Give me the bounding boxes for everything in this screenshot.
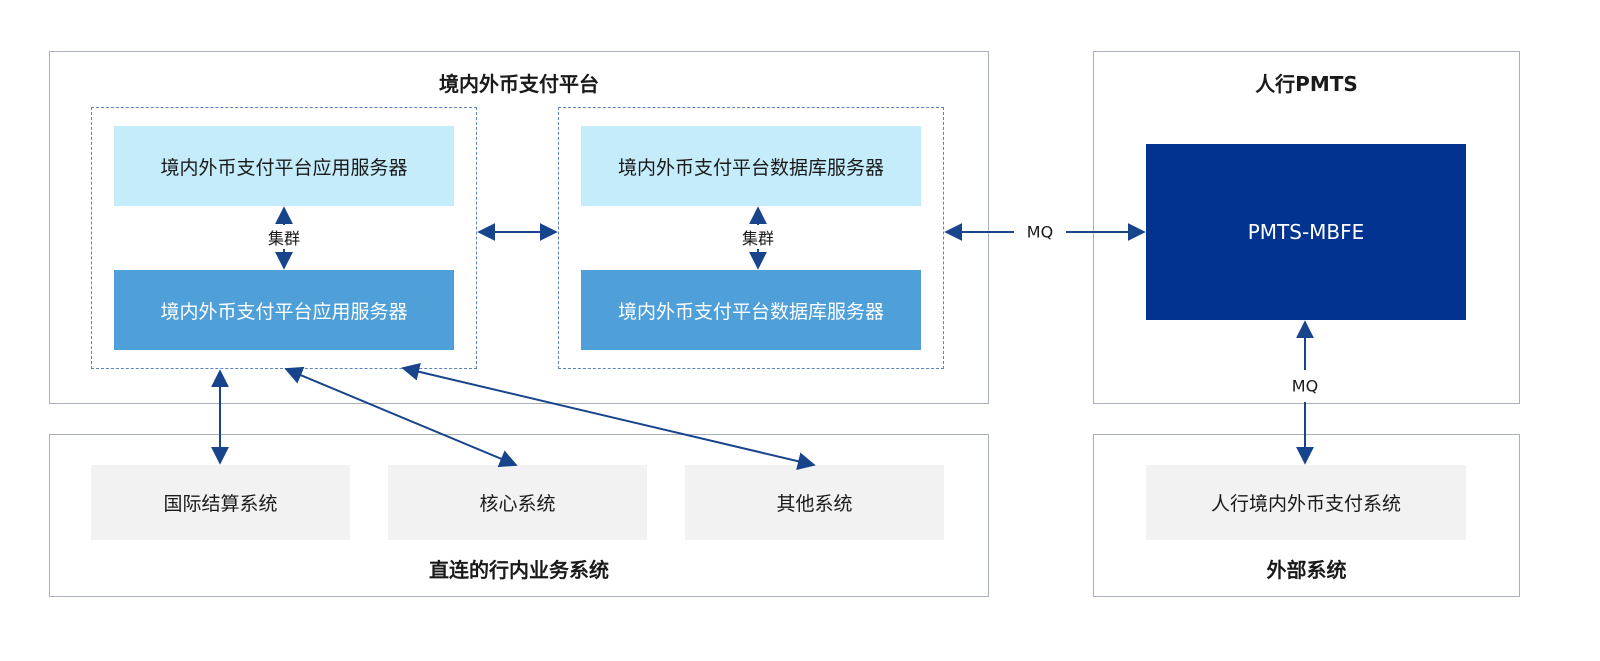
- other-system-arrow: [401, 362, 816, 471]
- db-cluster-label: 集群: [737, 225, 779, 249]
- other-system: 其他系统: [685, 465, 944, 540]
- pmts-mbfe-node: PMTS-MBFE: [1146, 144, 1466, 320]
- platform-title: 境内外币支付平台: [439, 72, 599, 96]
- app-server-secondary: 境内外币支付平台应用服务器: [114, 270, 454, 350]
- core-system: 核心系统: [388, 465, 647, 540]
- intl-settlement-system: 国际结算系统: [91, 465, 350, 540]
- pbc-fx-payment-system: 人行境内外币支付系统: [1146, 465, 1466, 540]
- internal-systems-title: 直连的行内业务系统: [429, 558, 609, 582]
- app-server-primary: 境内外币支付平台应用服务器: [114, 126, 454, 206]
- external-systems-title: 外部系统: [1266, 558, 1347, 582]
- mq-vertical-label: MQ: [1287, 376, 1323, 396]
- db-server-secondary: 境内外币支付平台数据库服务器: [581, 270, 921, 350]
- db-server-primary: 境内外币支付平台数据库服务器: [581, 126, 921, 206]
- mq-horizontal-label: MQ: [1022, 222, 1058, 242]
- core-system-arrow: [284, 366, 518, 468]
- app-cluster-label: 集群: [263, 225, 305, 249]
- pmts-title: 人行PMTS: [1255, 72, 1358, 96]
- app-server-cluster: [91, 107, 477, 369]
